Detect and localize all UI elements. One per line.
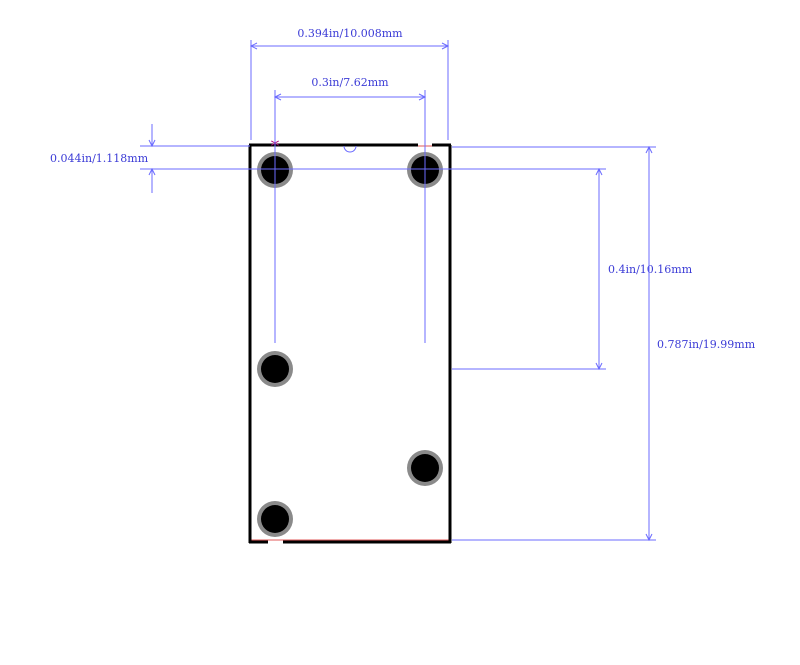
- pin-spacing-y-label: 0.4in/10.16mm: [608, 263, 693, 276]
- pad-3: [257, 351, 293, 387]
- component-outline: [248, 143, 452, 544]
- dimension-pin-spacing-x: 0.3in/7.62mm: [273, 76, 427, 343]
- dimension-pin-offset-y: 0.044in/1.118mm: [50, 124, 440, 193]
- dimension-pin-spacing-y: 0.4in/10.16mm: [440, 167, 693, 371]
- dimension-overall-width: 0.394in/10.008mm: [249, 27, 450, 140]
- pin-offset-y-label: 0.044in/1.118mm: [50, 152, 149, 165]
- overall-width-label: 0.394in/10.008mm: [297, 27, 403, 40]
- pin-spacing-x-label: 0.3in/7.62mm: [311, 76, 389, 89]
- pad-5: [257, 501, 293, 537]
- dimension-overall-height: 0.787in/19.99mm: [452, 145, 756, 542]
- overall-height-label: 0.787in/19.99mm: [657, 338, 756, 351]
- orientation-notch: [343, 145, 357, 153]
- pad-4: [407, 450, 443, 486]
